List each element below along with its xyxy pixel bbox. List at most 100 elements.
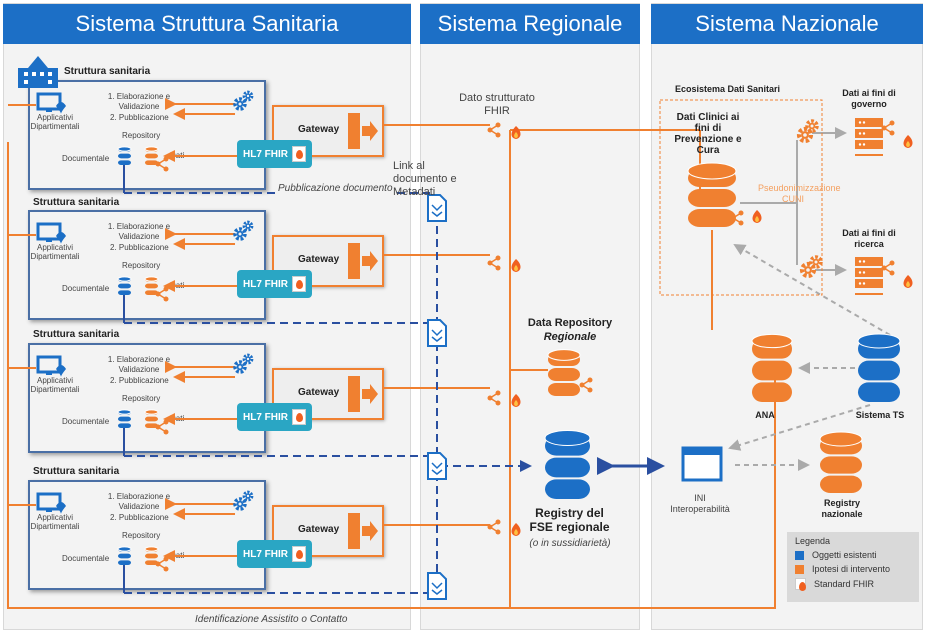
monitor-icon — [36, 92, 66, 114]
struttura-box — [28, 210, 266, 320]
applicativi-label: Applicativi Dipartimentali — [30, 113, 80, 131]
fhir-flame-icon — [903, 135, 913, 148]
step1-label: 1. Elaborazione e Validazione — [107, 92, 171, 111]
documentale-label: Documentale — [62, 284, 110, 293]
registry-fse-label: Registry del FSE regionale — [529, 506, 610, 534]
documentale-label: Documentale — [62, 154, 110, 163]
registry-nazionale-db-icon — [819, 431, 863, 493]
documentale-db-icon — [117, 409, 132, 428]
pubblicazione-documento-label: Pubblicazione documento — [278, 183, 393, 194]
header-nazionale: Sistema Nazionale — [651, 4, 923, 44]
ini-window-icon — [681, 446, 723, 482]
governo-label: Dati ai fini di governo — [842, 88, 896, 109]
fhir-flame-icon — [292, 546, 306, 562]
gateway-label: Gateway — [298, 124, 340, 135]
server-icon — [855, 257, 883, 295]
ana-db-icon — [751, 333, 793, 402]
pseudonimizzazione-label: Pseudonimizzazione CUNI — [758, 183, 841, 204]
sistema-ts-db-icon — [857, 333, 901, 402]
fhir-flame-icon — [511, 523, 521, 536]
share-icon — [579, 377, 593, 393]
gateway-label: Gateway — [298, 254, 340, 265]
hl7-label: HL7 FHIR — [243, 548, 288, 560]
sistema-ts-label: Sistema TS — [855, 410, 905, 420]
gear-icon — [805, 119, 819, 133]
dati-db-icon — [144, 276, 159, 295]
share-icon — [155, 286, 169, 302]
regionale-label: Regionale — [543, 331, 597, 343]
struttura-title: Struttura sanitaria — [33, 197, 120, 208]
documentale-db-icon — [117, 146, 132, 165]
gear-icon — [242, 90, 254, 102]
fhir-flame-icon — [511, 394, 521, 407]
dati-db-icon — [144, 546, 159, 565]
applicativi-label: Applicativi Dipartimentali — [30, 513, 80, 531]
repository-label: Repository — [122, 394, 161, 403]
hl7-fhir-badge: HL7 FHIR — [237, 540, 312, 568]
document-icon — [427, 452, 447, 480]
fhir-flame-icon — [795, 578, 806, 591]
repository-label: Repository — [122, 261, 161, 270]
struttura-box — [28, 343, 266, 453]
hl7-label: HL7 FHIR — [243, 278, 288, 290]
fhir-flame-icon — [511, 126, 521, 139]
registry-nazionale-label: Registry nazionale — [821, 498, 863, 519]
share-icon — [155, 556, 169, 572]
documentale-label: Documentale — [62, 417, 110, 426]
documentale-db-icon — [117, 546, 132, 565]
struttura-title: Struttura sanitaria — [64, 66, 151, 77]
gateway-label: Gateway — [298, 387, 340, 398]
link-documento-label: Link al documento e Metadati — [393, 160, 457, 198]
registry-fse-db-icon — [544, 430, 591, 499]
hl7-fhir-badge: HL7 FHIR — [237, 403, 312, 431]
step2-label: 2. Pubblicazione — [110, 243, 169, 252]
ini-label: INI Interoperabilità — [670, 493, 730, 514]
panel-nazionale — [651, 3, 923, 630]
monitor-icon — [36, 492, 66, 514]
step2-label: 2. Pubblicazione — [110, 513, 169, 522]
applicativi-label: Applicativi Dipartimentali — [30, 243, 80, 261]
share-icon — [487, 122, 501, 138]
data-repository-label: Data Repository — [527, 317, 613, 329]
data-repository-db-icon — [547, 349, 581, 396]
fhir-flame-icon — [752, 210, 762, 223]
ecosistema-box — [659, 99, 823, 296]
legend-title: Legenda — [795, 536, 831, 546]
documentale-db-icon — [117, 276, 132, 295]
legend-swatch-orange — [795, 564, 804, 574]
monitor-icon — [36, 355, 66, 377]
share-icon — [730, 210, 744, 226]
share-icon — [155, 419, 169, 435]
gateway-exit-icon — [348, 513, 378, 549]
gateway-exit-icon — [348, 243, 378, 279]
ricerca-label: Dati ai fini di ricerca — [842, 228, 896, 249]
fhir-flame-icon — [292, 146, 306, 162]
legend: Legenda Oggetti esistenti Ipotesi di int… — [787, 532, 919, 602]
hl7-label: HL7 FHIR — [243, 411, 288, 423]
gear-icon — [233, 497, 247, 511]
dati-db-icon — [144, 409, 159, 428]
fhir-flame-icon — [292, 409, 306, 425]
applicativi-label: Applicativi Dipartimentali — [30, 376, 80, 394]
identification-line — [7, 142, 776, 609]
hl7-label: HL7 FHIR — [243, 148, 288, 160]
gateway-exit-icon — [348, 376, 378, 412]
struttura-title: Struttura sanitaria — [33, 329, 120, 340]
server-icon — [855, 118, 883, 156]
fhir-flame-icon — [511, 259, 521, 272]
share-icon — [487, 255, 501, 271]
hl7-fhir-badge: HL7 FHIR — [237, 140, 312, 168]
documentale-label: Documentale — [62, 554, 110, 563]
gateway-label: Gateway — [298, 524, 340, 535]
step1-label: 1. Elaborazione e Validazione — [107, 222, 171, 241]
gear-icon — [233, 227, 247, 241]
ana-label: ANA — [755, 410, 775, 420]
share-icon — [155, 156, 169, 172]
share-icon — [487, 519, 501, 535]
identificazione-label: Identificazione Assistito o Contatto — [195, 614, 348, 625]
document-icon — [427, 319, 447, 347]
step1-label: 1. Elaborazione e Validazione — [107, 355, 171, 374]
gear-icon — [233, 360, 247, 374]
struttura-box — [28, 480, 266, 590]
